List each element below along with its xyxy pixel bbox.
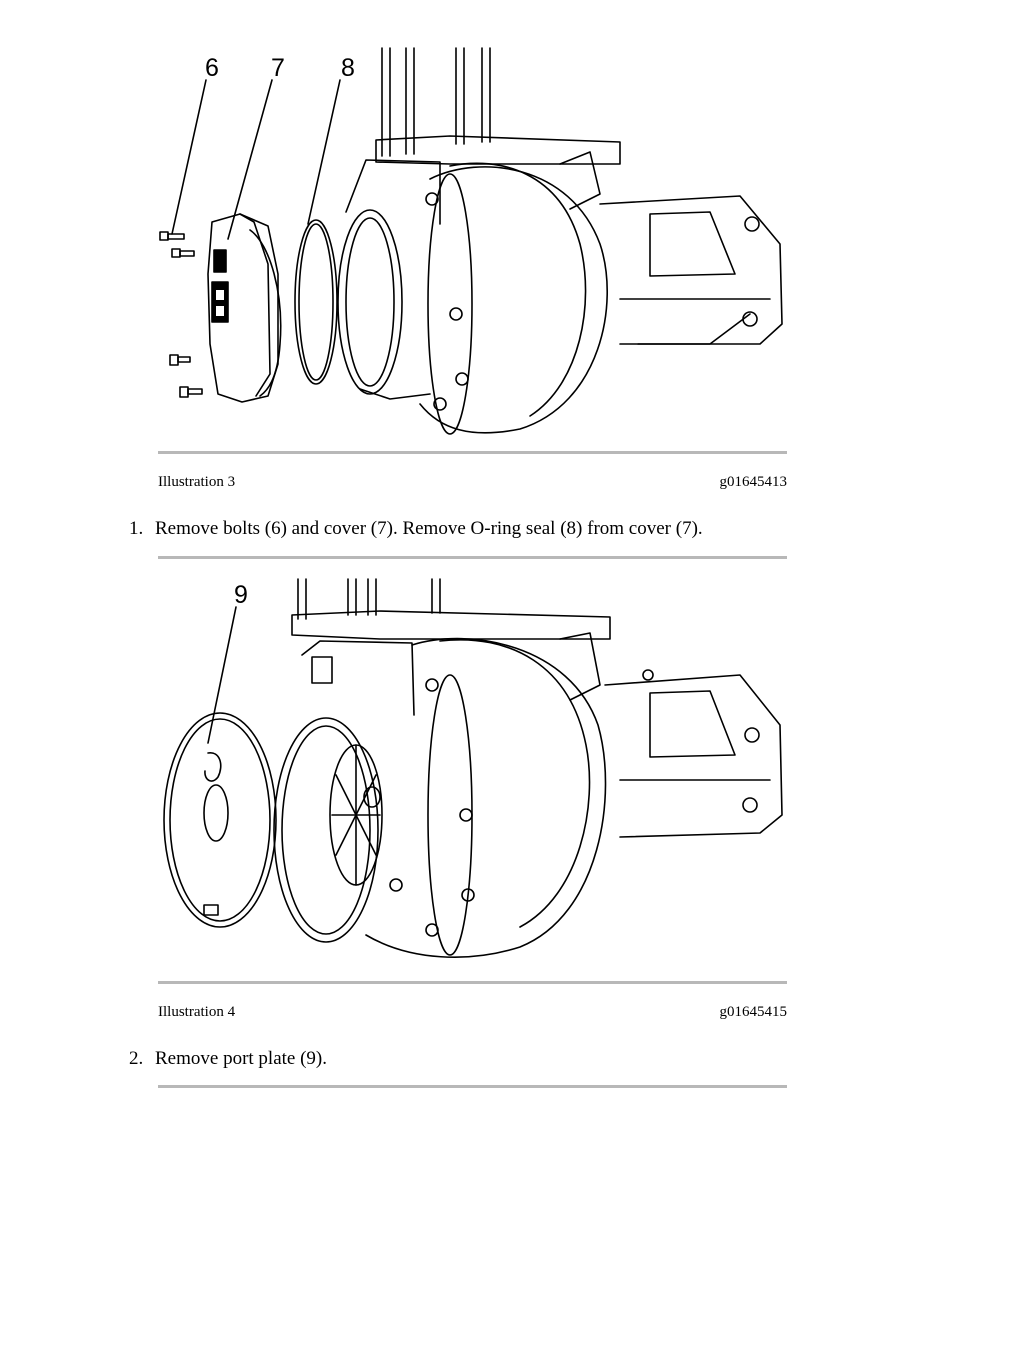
figure-caption: Illustration 4 g01645415 [158,1004,787,1021]
port-plate-9-icon [163,712,277,928]
illustration-label: Illustration 3 [158,474,236,490]
divider-rule [158,556,787,559]
step-text: Remove bolts (6) and cover (7). Remove O… [155,518,703,539]
illustration-4-drawing: 9 [150,575,790,975]
callout-9: 9 [234,581,248,609]
step-number: 1. [129,518,144,539]
step-text: Remove port plate (9). [155,1048,328,1069]
turbocharger-housing-icon [337,47,783,435]
graphic-code: g01645415 [719,1004,788,1020]
graphic-code: g01645413 [719,474,788,490]
o-ring-8-icon [294,219,338,385]
cover-7-icon [207,213,282,403]
figure-caption: Illustration 3 g01645413 [158,474,787,491]
illustration-3-drawing: 6 7 8 [150,44,790,439]
divider-rule [158,451,787,454]
callout-6: 6 [205,54,219,82]
bolt-6-icon [159,231,203,398]
step-number: 2. [129,1048,144,1069]
divider-rule [158,981,787,984]
step-1: 1. Remove bolts (6) and cover (7). Remove… [129,518,703,540]
step-2: 2. Remove port plate (9). [129,1048,327,1070]
turbocharger-housing-icon [273,578,783,958]
callout-8: 8 [341,54,355,82]
illustration-label: Illustration 4 [158,1004,236,1020]
callout-7: 7 [271,54,285,82]
divider-rule [158,1085,787,1088]
compressor-wheel-icon [329,744,383,886]
